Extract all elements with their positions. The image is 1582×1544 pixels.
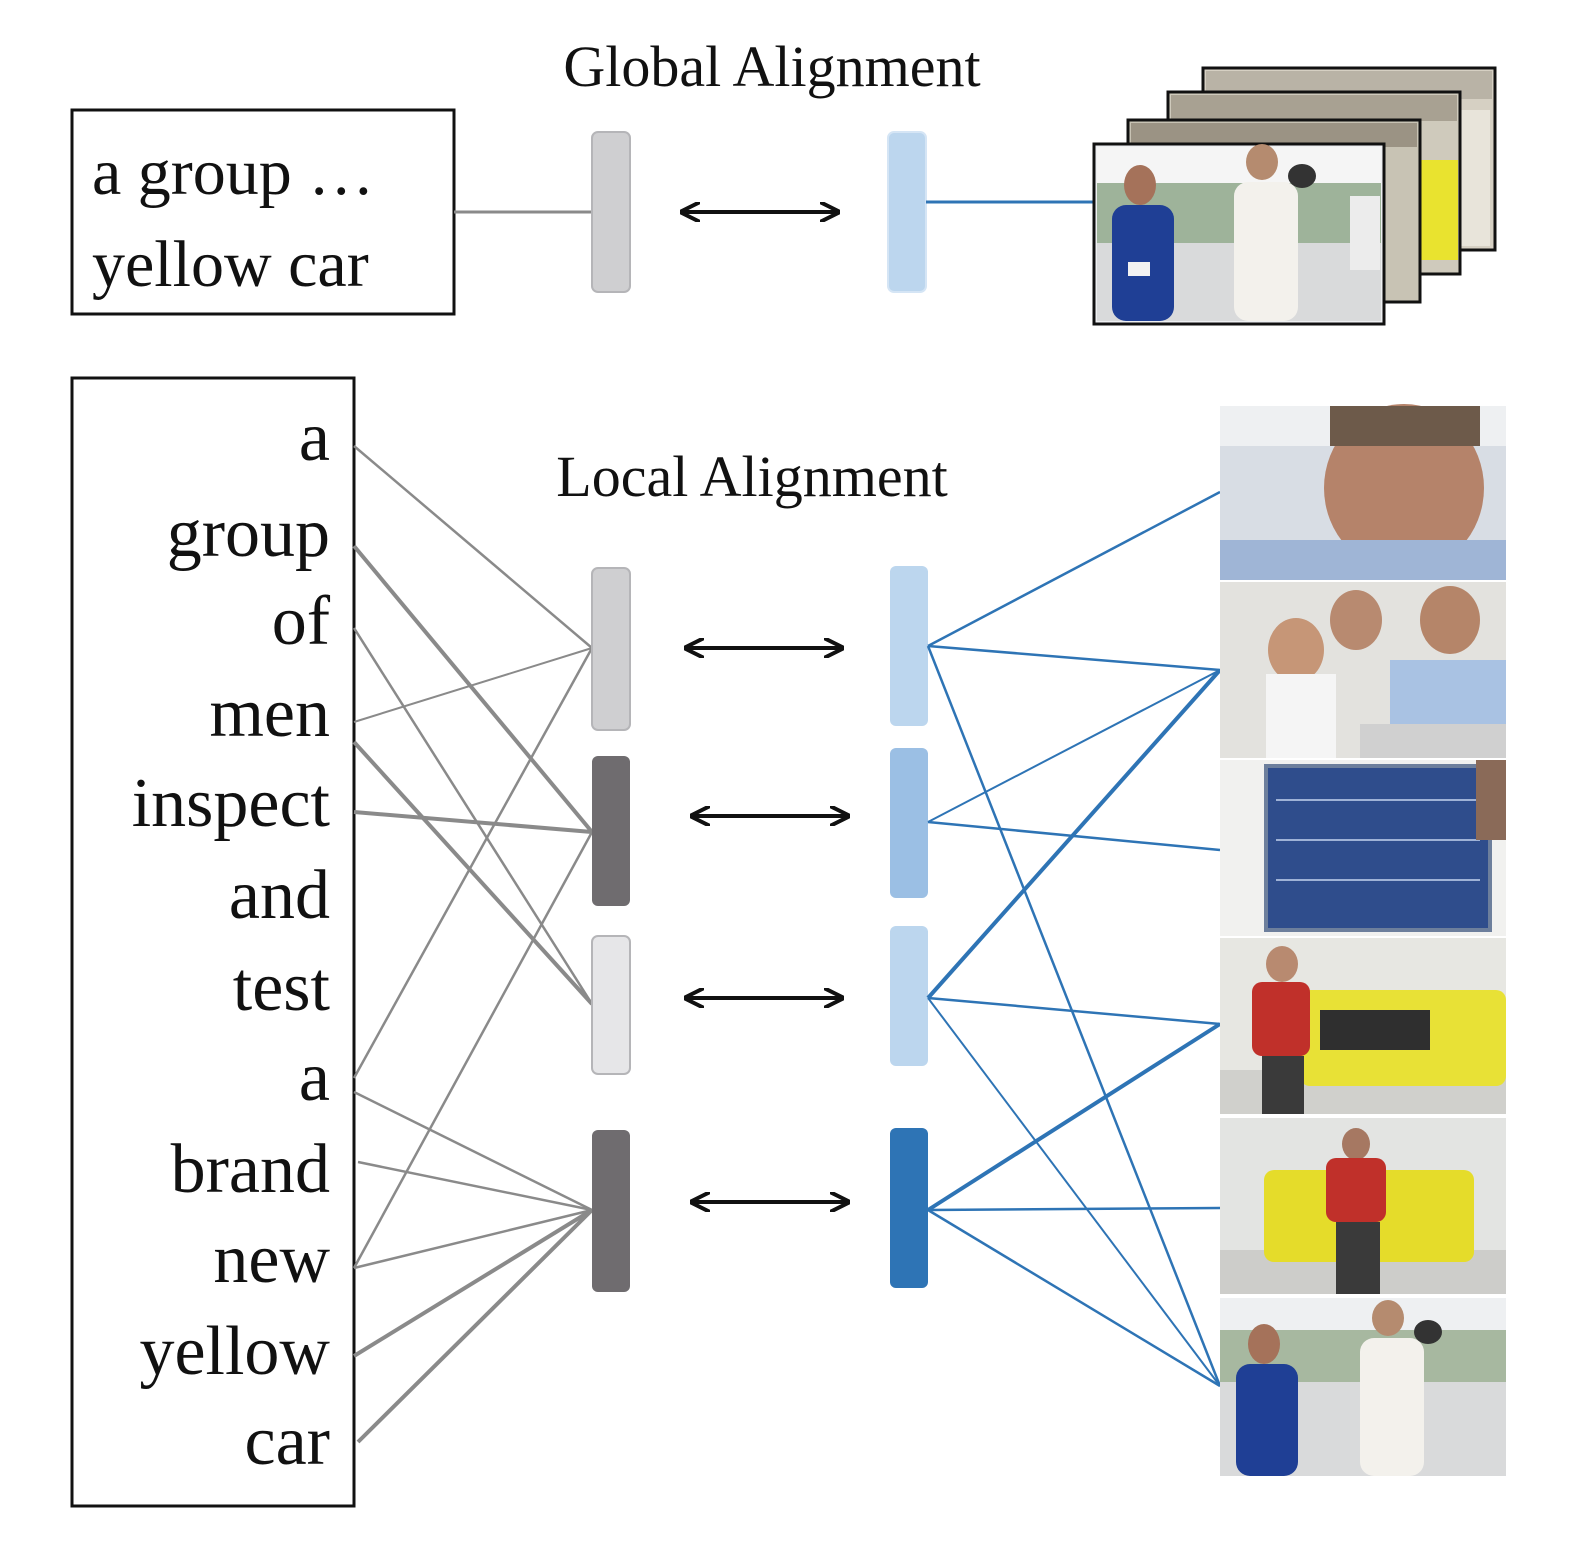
- local-video-feature-2: [890, 748, 928, 898]
- vlink-f1-frame1: [927, 490, 1221, 648]
- video-frame-1: [1220, 404, 1506, 580]
- word-test: test: [233, 949, 331, 1026]
- link-a2-f1: [352, 647, 594, 1079]
- link-a1-f1: [353, 445, 593, 649]
- global-text-feature: [591, 131, 631, 293]
- global-caption-line-2: yellow car: [92, 228, 369, 301]
- vlink-f3-frame2: [926, 668, 1222, 1000]
- local-text-feature-4: [592, 1130, 630, 1292]
- link-a2-f4: [353, 1090, 593, 1212]
- link-car-f4: [356, 1208, 594, 1444]
- word-car: car: [245, 1403, 330, 1480]
- video-frame-3: [1220, 760, 1506, 936]
- vlink-f1-frame2: [927, 644, 1221, 672]
- word-men: men: [209, 675, 330, 752]
- vlink-f2-frame2: [927, 669, 1221, 823]
- vlink-f3-frame4: [927, 996, 1221, 1026]
- video-frame-2: [1220, 582, 1506, 758]
- vlink-f1-frame6: [926, 645, 1222, 1387]
- local-word-list: a group of men inspect and test a brand …: [132, 399, 331, 1480]
- local-video-frames: [1220, 404, 1506, 1476]
- link-yellow-f4: [352, 1208, 594, 1358]
- link-brand-f4: [357, 1160, 593, 1212]
- global-caption-box: [70, 108, 456, 316]
- local-video-feature-4: [890, 1128, 928, 1288]
- local-text-feature-1: [591, 567, 631, 731]
- word-inspect: inspect: [132, 765, 331, 842]
- link-inspect-f2: [353, 810, 593, 834]
- link-new-f4: [353, 1208, 593, 1270]
- link-men-f3: [352, 740, 594, 1006]
- word-yellow: yellow: [139, 1313, 330, 1390]
- word-of: of: [272, 583, 331, 660]
- video-frame-5: [1220, 1118, 1506, 1294]
- local-text-feature-3: [591, 935, 631, 1075]
- vlink-f3-frame6: [927, 997, 1221, 1387]
- vlink-f4-frame5: [927, 1206, 1221, 1212]
- local-video-feature-3: [890, 926, 928, 1066]
- vlink-f4-frame4: [926, 1022, 1222, 1212]
- local-text-feature-2: [592, 756, 630, 906]
- local-alignment-title: Local Alignment: [556, 444, 947, 509]
- local-video-feature-1: [890, 566, 928, 726]
- vlink-f4-frame6: [927, 1208, 1221, 1388]
- global-alignment-title: Global Alignment: [563, 34, 980, 99]
- video-frame-front: [1092, 142, 1386, 326]
- word-a-2: a: [299, 1039, 330, 1116]
- video-frame-6: [1220, 1298, 1506, 1476]
- video-frame-links: [926, 490, 1222, 1388]
- link-of-f3: [352, 627, 594, 1005]
- global-caption-line-1: a group …: [92, 136, 374, 209]
- local-word-box: [70, 376, 356, 1508]
- word-new: new: [213, 1221, 330, 1298]
- global-video-frame-stack: [1092, 66, 1497, 326]
- video-frame-4: [1220, 938, 1506, 1114]
- word-brand: brand: [171, 1131, 330, 1208]
- link-men-f1: [353, 647, 593, 723]
- link-group-f2: [352, 544, 594, 834]
- global-video-feature: [887, 131, 927, 293]
- link-new-f2: [352, 831, 594, 1269]
- word-feature-links: [352, 445, 594, 1444]
- word-group: group: [167, 495, 330, 572]
- word-a-1: a: [299, 399, 330, 476]
- word-and: and: [229, 857, 330, 934]
